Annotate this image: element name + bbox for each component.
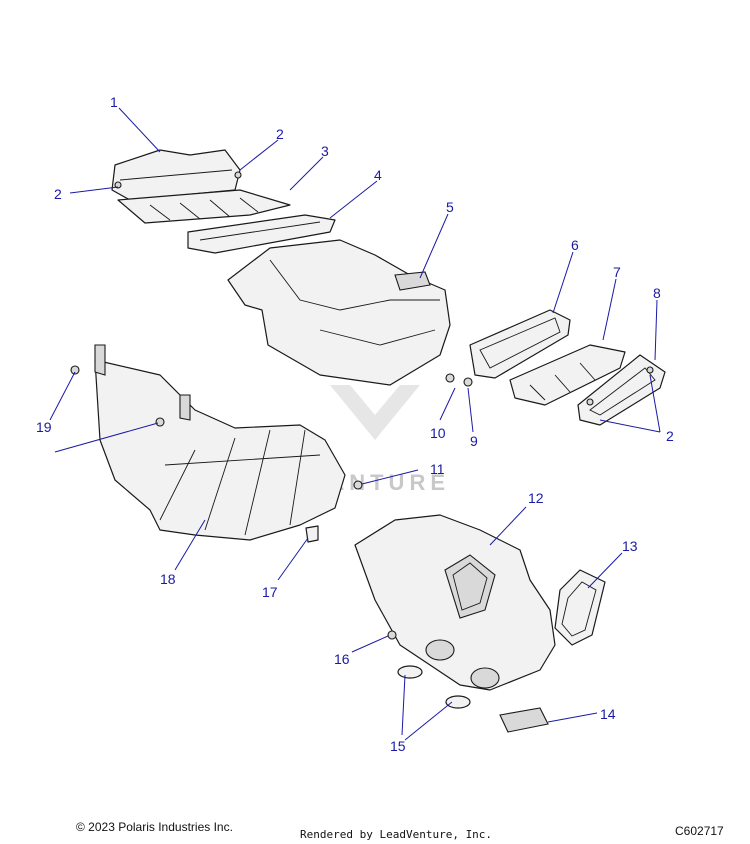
part-5-upper-housing [227, 239, 451, 386]
callout-15: 15 [390, 738, 406, 754]
leader-lines [49, 107, 661, 741]
part-7-filter-cage [509, 344, 626, 406]
watermark-logo [330, 385, 420, 440]
callout-2a: 2 [276, 126, 284, 142]
callout-3: 3 [321, 143, 329, 159]
part-17-grommet [305, 525, 319, 543]
callout-4: 4 [374, 167, 382, 183]
callout-1: 1 [110, 94, 118, 110]
callout-10: 10 [430, 425, 446, 441]
callout-12: 12 [528, 490, 544, 506]
callout-7: 7 [613, 264, 621, 280]
callout-2b: 2 [54, 186, 62, 202]
callout-18: 18 [160, 571, 176, 587]
part-4-seal [187, 214, 336, 254]
callout-6: 6 [571, 237, 579, 253]
part-13-boot [554, 569, 606, 646]
copyright-text: © 2023 Polaris Industries Inc. [76, 820, 233, 834]
callout-19: 19 [36, 419, 52, 435]
part-8-gasket [577, 354, 666, 426]
diagram-id: C602717 [675, 824, 724, 838]
part-15-clamps [397, 665, 471, 709]
callout-17: 17 [262, 584, 278, 600]
rendered-by-text: Rendered by LeadVenture, Inc. [300, 828, 493, 841]
callout-8: 8 [653, 285, 661, 301]
part-12-airbox [354, 514, 556, 691]
callout-9: 9 [470, 433, 478, 449]
part-18-lower-duct [94, 344, 346, 541]
part-3-grille [117, 189, 291, 224]
fasteners [70, 171, 654, 640]
part-14-pad [499, 707, 549, 733]
callout-16: 16 [334, 651, 350, 667]
callouts: 1 2 2 2 3 4 5 6 7 8 9 10 11 12 13 14 15 … [36, 94, 674, 754]
callout-13: 13 [622, 538, 638, 554]
part-6-filter [469, 309, 571, 379]
callout-2c: 2 [666, 428, 674, 444]
callout-14: 14 [600, 706, 616, 722]
callout-11: 11 [430, 461, 445, 477]
callout-5: 5 [446, 199, 454, 215]
